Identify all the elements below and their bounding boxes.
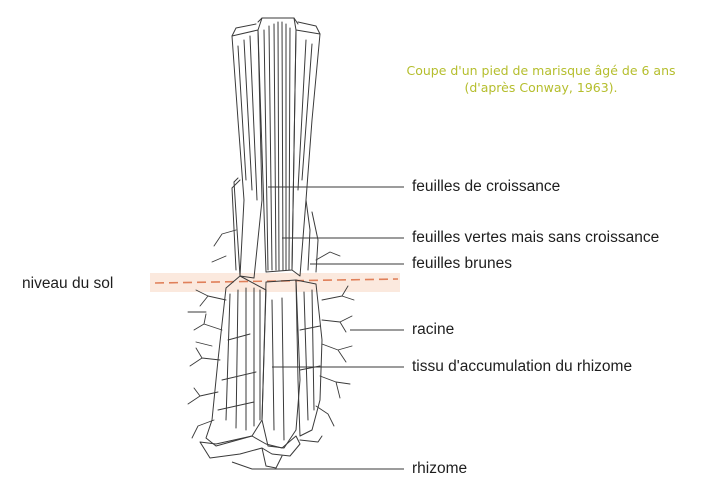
plant-drawing: [188, 18, 354, 468]
label-ground-level: niveau du sol: [22, 275, 113, 293]
lower-left-sheaths: [206, 276, 266, 446]
caption-line-2: (d'après Conway, 1963).: [362, 79, 720, 96]
growth-leaves-column: [258, 18, 298, 272]
label-brown-leaves: feuilles brunes: [412, 255, 512, 273]
figure-caption: Coupe d'un pied de marisque âgé de 6 ans…: [362, 62, 720, 96]
lower-right-sheaths: [296, 280, 322, 436]
label-green-leaves: feuilles vertes mais sans croissance: [412, 229, 659, 247]
label-storage-tissue: tissu d'accumulation du rhizome: [412, 358, 632, 376]
left-leaf-sheaths: [232, 24, 262, 278]
label-growth-leaves: feuilles de croissance: [412, 178, 560, 196]
caption-line-1: Coupe d'un pied de marisque âgé de 6 ans: [362, 62, 720, 79]
rhizome-storage-tissue: [262, 280, 300, 448]
label-root: racine: [412, 321, 454, 339]
leader-rhizome: [232, 462, 404, 469]
rhizome-base: [200, 436, 322, 468]
label-rhizome: rhizome: [412, 460, 467, 478]
